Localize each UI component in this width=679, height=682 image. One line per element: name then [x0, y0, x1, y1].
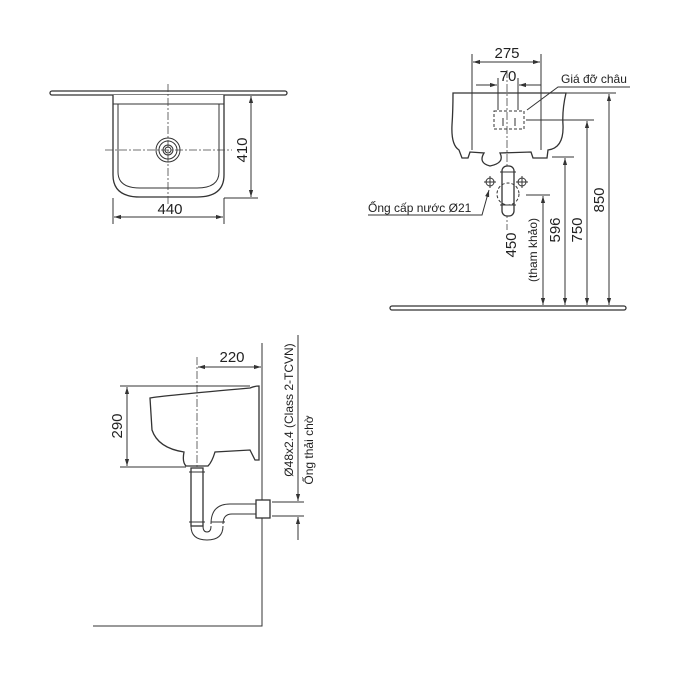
bracket-leader [526, 86, 630, 111]
top-view: 410 440 [49, 84, 288, 224]
supply-valve-icon [484, 176, 496, 188]
bracket-hidden [493, 110, 525, 130]
drain-label: Ống thải chờ [301, 415, 316, 484]
floor-line [389, 305, 627, 311]
basin-outline [112, 95, 225, 198]
wall-and-floor [93, 343, 263, 627]
bracket-top-value: 750 [569, 217, 586, 242]
bracket-span-value: 275 [494, 45, 519, 62]
basin-front [451, 92, 567, 167]
basin-side [149, 385, 260, 467]
side-view: 290 220 Ø48x2.4 (Class 2-TCVN) Ống thải … [93, 335, 316, 627]
drain-spec-label: Ø48x2.4 (Class 2-TCVN) [282, 343, 296, 476]
bracket-width-value: 70 [500, 68, 517, 85]
basin-inner [117, 104, 220, 189]
bracket-label: Giá đỡ châu [561, 72, 627, 86]
depth-value: 410 [234, 137, 251, 162]
supply-leader [368, 189, 490, 216]
rim-height-value: 850 [591, 187, 608, 212]
projection-value: 220 [219, 349, 244, 366]
width-value: 440 [157, 201, 182, 218]
drain-icon [155, 137, 181, 163]
supply-valve-icon [516, 176, 528, 188]
supply-height-note: (tham khảo) [526, 218, 540, 282]
wall-plate [49, 90, 288, 96]
p-trap [189, 467, 271, 541]
basin-height-value: 290 [109, 413, 126, 438]
front-view: 275 70 Giá đỡ châu Ống cấp nước Ø21 450 … [368, 45, 630, 311]
bracket-bottom-value: 596 [547, 217, 564, 242]
supply-label: Ống cấp nước Ø21 [368, 200, 472, 215]
supply-height-value: 450 [503, 232, 520, 257]
drain-pipe [496, 165, 520, 217]
